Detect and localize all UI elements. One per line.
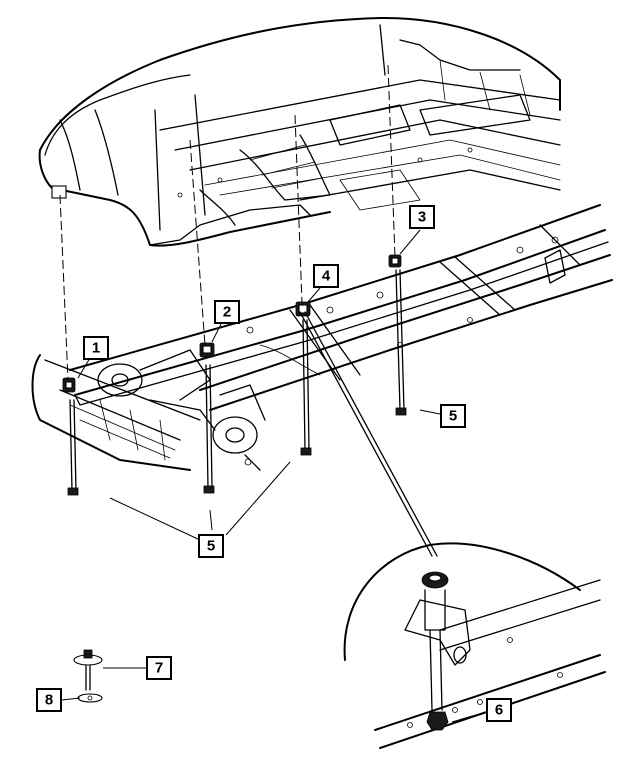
body-mount-1 (62, 377, 76, 393)
callout-6: 6 (486, 698, 512, 722)
frame-illustration (31, 204, 613, 471)
alignment-lines (59, 64, 396, 381)
callout-2: 2 (214, 300, 240, 324)
callout-7: 7 (146, 656, 172, 680)
callout-1: 1 (83, 336, 109, 360)
bolt-2 (203, 364, 215, 494)
callout-5-right: 5 (440, 404, 466, 428)
callout-5-right-label: 5 (449, 408, 457, 425)
body-mount-3 (388, 254, 402, 268)
cab-body-illustration (38, 16, 561, 247)
callout-5-bottom-label: 5 (207, 538, 215, 555)
callout-3-label: 3 (418, 209, 426, 226)
bolt-4 (395, 269, 407, 416)
washer-bolt-7 (73, 649, 103, 691)
callout-8: 8 (36, 688, 62, 712)
callout-4-label: 4 (322, 268, 331, 285)
retainer-8 (77, 693, 103, 703)
callout-4: 4 (313, 264, 339, 288)
bolt-1 (67, 399, 79, 496)
detail-inset (299, 311, 606, 749)
callout-5-bottom: 5 (198, 534, 224, 558)
bolt-3 (300, 319, 312, 456)
callout-6-label: 6 (495, 702, 503, 719)
callout-3: 3 (409, 205, 435, 229)
callout-2-label: 2 (223, 304, 231, 321)
leader-lines (61, 229, 487, 723)
body-mount-4 (295, 301, 311, 317)
callout-7-label: 7 (155, 660, 163, 677)
callout-1-label: 1 (92, 340, 100, 357)
callout-8-label: 8 (45, 692, 53, 709)
body-mount-2 (199, 342, 215, 358)
